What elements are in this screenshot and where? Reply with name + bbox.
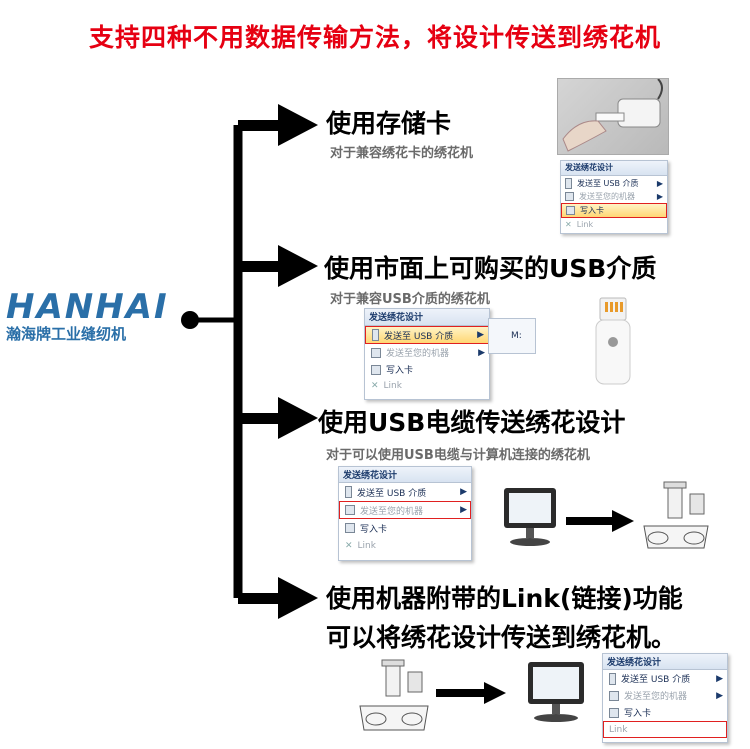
machine-icon bbox=[345, 505, 355, 515]
menu-item-write-card[interactable]: 写入卡 bbox=[339, 519, 471, 537]
page-title: 支持四种不用数据传输方法，将设计传送到绣花机 bbox=[88, 23, 661, 52]
menu-item-machine[interactable]: 发送至您的机器 ▶ bbox=[339, 501, 471, 519]
embroidery-machine-icon bbox=[359, 659, 429, 731]
menu-item-write-card[interactable]: 写入卡 bbox=[603, 704, 727, 721]
menu-item-label: 写入卡 bbox=[386, 366, 414, 376]
arrow-4 bbox=[238, 577, 318, 619]
method-1-heading: 使用存储卡 bbox=[326, 109, 452, 138]
link-icon: ✕ bbox=[345, 541, 353, 551]
card-icon bbox=[609, 707, 619, 718]
chevron-right-icon: ▶ bbox=[716, 690, 723, 701]
computer-monitor-icon bbox=[504, 488, 556, 546]
menu-title: 发送绣花设计 bbox=[365, 309, 489, 326]
send-menu-2: 发送绣花设计 发送至 USB 介质 ▶ 发送至您的机器 ▶ 写入卡 ✕ Link bbox=[364, 308, 490, 400]
menu-item-label: 发送至 USB 介质 bbox=[621, 675, 691, 685]
usb-icon bbox=[345, 486, 352, 498]
chevron-right-icon: ▶ bbox=[656, 178, 663, 188]
menu-item-machine[interactable]: 发送至您的机器 ▶ bbox=[365, 344, 489, 361]
menu-item-label: Link bbox=[357, 541, 376, 551]
machine-icon bbox=[371, 347, 381, 358]
arrow-2 bbox=[238, 245, 318, 287]
link-icon: ✕ bbox=[371, 381, 379, 391]
send-menu-4: 发送绣花设计 发送至 USB 介质 ▶ 发送至您的机器 ▶ 写入卡 Link bbox=[602, 653, 728, 743]
menu-item-label: 发送至 USB 介质 bbox=[357, 488, 427, 499]
menu-item-label: Link bbox=[383, 381, 402, 391]
brand-logo: HANHAI 瀚海牌工业缝纫机 bbox=[6, 290, 186, 344]
chevron-right-icon: ▶ bbox=[460, 487, 467, 497]
menu-item-usb[interactable]: 发送至 USB 介质 ▶ bbox=[561, 176, 667, 190]
menu-item-usb[interactable]: 发送至 USB 介质 ▶ bbox=[339, 483, 471, 501]
send-menu-3: 发送绣花设计 发送至 USB 介质 ▶ 发送至您的机器 ▶ 写入卡 ✕ Link bbox=[338, 466, 472, 561]
menu-item-label: Link bbox=[609, 724, 628, 735]
menu-item-usb[interactable]: 发送至 USB 介质 ▶ bbox=[365, 326, 489, 344]
chevron-right-icon: ▶ bbox=[656, 192, 663, 201]
menu-item-link[interactable]: ✕ Link bbox=[365, 378, 489, 394]
menu-item-label: 发送至您的机器 bbox=[579, 192, 635, 201]
transfer-arrow-3 bbox=[566, 510, 634, 532]
menu-title: 发送绣花设计 bbox=[603, 654, 727, 670]
menu-title: 发送绣花设计 bbox=[561, 161, 667, 176]
menu-item-link[interactable]: Link bbox=[603, 721, 727, 738]
link-icon: ✕ bbox=[565, 220, 572, 229]
arrow-1 bbox=[238, 104, 318, 146]
menu-item-link[interactable]: ✕ Link bbox=[339, 537, 471, 555]
menu-item-machine[interactable]: 发送至您的机器 ▶ bbox=[603, 687, 727, 704]
method-4-heading-line2: 可以将绣花设计传送到绣花机。 bbox=[326, 623, 677, 652]
menu-item-label: 写入卡 bbox=[580, 206, 604, 215]
card-icon bbox=[566, 206, 575, 215]
usb-icon bbox=[372, 329, 379, 341]
menu-item-label: 发送至 USB 介质 bbox=[384, 331, 454, 342]
machine-icon bbox=[609, 690, 619, 701]
menu-item-label: 发送至您的机器 bbox=[624, 692, 688, 702]
menu-item-link[interactable]: ✕ Link bbox=[561, 218, 667, 231]
menu-item-label: 写入卡 bbox=[624, 709, 652, 719]
chevron-right-icon: ▶ bbox=[460, 505, 467, 515]
transfer-arrow-4 bbox=[436, 682, 506, 704]
menu-item-write-card[interactable]: 写入卡 bbox=[561, 203, 667, 218]
chevron-right-icon: ▶ bbox=[477, 330, 484, 340]
method-4-heading: 使用机器附带的Link(链接)功能 bbox=[326, 584, 683, 613]
usb-icon bbox=[565, 177, 572, 189]
method-3-sub: 对于可以使用USB电缆与计算机连接的绣花机 bbox=[326, 448, 590, 463]
usb-stick-icon bbox=[595, 297, 631, 385]
side-panel-label: M: bbox=[511, 331, 522, 341]
method-2-sub: 对于兼容USB介质的绣花机 bbox=[330, 292, 490, 307]
menu-item-write-card[interactable]: 写入卡 bbox=[365, 361, 489, 378]
side-panel: M: bbox=[488, 318, 536, 354]
usb-icon bbox=[609, 672, 616, 685]
machine-icon bbox=[565, 192, 574, 201]
chevron-right-icon: ▶ bbox=[716, 673, 723, 684]
chevron-right-icon: ▶ bbox=[478, 347, 485, 358]
method-3-heading: 使用USB电缆传送绣花设计 bbox=[318, 408, 626, 437]
computer-monitor-icon bbox=[528, 662, 584, 722]
menu-item-label: 写入卡 bbox=[360, 524, 388, 535]
arrow-3 bbox=[238, 397, 318, 439]
logo-subtitle: 瀚海牌工业缝纫机 bbox=[6, 325, 127, 343]
method-1-sub: 对于兼容绣花卡的绣花机 bbox=[330, 146, 474, 161]
method-2-heading: 使用市面上可购买的USB介质 bbox=[324, 254, 657, 283]
send-menu-1: 发送绣花设计 发送至 USB 介质 ▶ 发送至您的机器 ▶ 写入卡 ✕ Link bbox=[560, 160, 668, 234]
memory-card-photo bbox=[557, 78, 669, 155]
menu-title: 发送绣花设计 bbox=[339, 467, 471, 483]
menu-item-usb[interactable]: 发送至 USB 介质 ▶ bbox=[603, 670, 727, 687]
card-reader-icon bbox=[562, 78, 663, 152]
logo-connector-dot bbox=[181, 311, 199, 329]
menu-item-label: Link bbox=[576, 220, 594, 229]
menu-item-label: 发送至您的机器 bbox=[386, 349, 450, 359]
menu-item-label: 发送至 USB 介质 bbox=[577, 178, 639, 188]
menu-item-machine[interactable]: 发送至您的机器 ▶ bbox=[561, 190, 667, 203]
menu-item-label: 发送至您的机器 bbox=[360, 506, 424, 517]
card-icon bbox=[371, 364, 381, 375]
card-icon bbox=[345, 523, 355, 533]
logo-mark: HANHAI bbox=[6, 287, 169, 327]
embroidery-machine-icon bbox=[643, 481, 709, 549]
